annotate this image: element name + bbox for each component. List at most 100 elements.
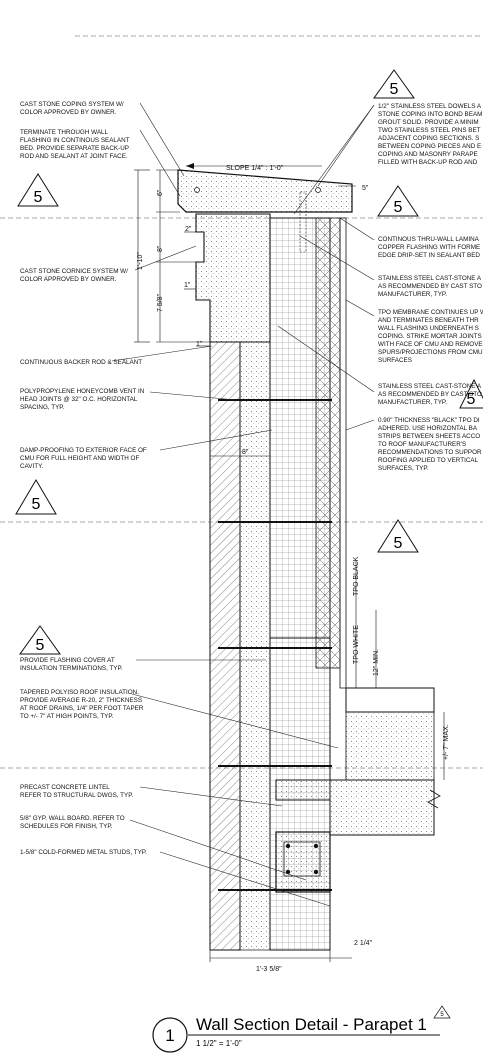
left-note-line: TAPERED POLYISO ROOF INSULATION. — [20, 689, 139, 696]
right-note-line: COPING. STRIKE MORTAR JOINTS — [378, 333, 482, 340]
left-note-line: CAVITY. — [20, 463, 43, 470]
slope-arrow — [186, 163, 322, 169]
revision-tag: 5 — [377, 519, 419, 553]
right-note-line: MANUFACTURER, TYP. — [378, 399, 447, 406]
brick-veneer — [209, 341, 241, 951]
left-note-line: CMU FOR FULL HEIGHT AND WIDTH OF — [20, 455, 139, 462]
svg-text:5: 5 — [32, 496, 41, 513]
dim-2: 2" — [185, 226, 192, 233]
right-note-line: WITH FACE OF CMU AND REMOVE — [378, 341, 483, 348]
detail-title: Wall Section Detail - Parapet 1 — [196, 1015, 427, 1034]
dim-5: 5" — [362, 185, 369, 192]
left-note-line: PROVIDE FLASHING COVER AT — [20, 657, 115, 664]
right-note-line: ROOFING APPLIED TO VERTICAL — [378, 457, 479, 464]
right-note-line: STAINLESS STEEL CAST-STONE A — [378, 275, 482, 282]
right-note-line: TPO MEMBRANE CONTINUES UP W — [378, 309, 483, 316]
left-note-line: PROVIDE AVERAGE R-20, 2" THICKNESS — [20, 697, 142, 704]
revision-tag: 5 — [377, 185, 419, 217]
right-note-line: ADJACENT COPING SECTIONS. S — [378, 135, 479, 142]
left-note-line: COLOR APPROVED BY OWNER. — [20, 109, 117, 116]
left-note: CAST STONE COPING SYSTEM W/COLOR APPROVE… — [20, 101, 124, 116]
left-note-line: CAST STONE COPING SYSTEM W/ — [20, 101, 124, 108]
left-note: TAPERED POLYISO ROOF INSULATION.PROVIDE … — [20, 689, 144, 720]
leader-lines — [111, 102, 375, 907]
revision-tag: 5 — [459, 378, 483, 409]
detail-title-block: 1 Wall Section Detail - Parapet 1 1 1/2"… — [152, 1005, 451, 1053]
svg-text:5: 5 — [394, 535, 403, 552]
dim-7-max: +/- 7" MAX. — [443, 724, 450, 760]
left-note-line: CAST STONE CORNICE SYSTEM W/ — [20, 268, 128, 275]
right-note-line: FILLED WITH BACK-UP ROD AND — [378, 159, 478, 166]
dim-1: 1" — [184, 282, 191, 289]
right-note-line: AND TERMINATES BENEATH THR — [378, 317, 479, 324]
dim-1-10: 1'-10" — [137, 252, 144, 270]
tpo-white-label: TPO WHITE — [353, 625, 360, 664]
left-note: CONTINUOUS BACKER ROD & SEALANT — [20, 359, 142, 366]
right-note-line: SURFACES, TYP. — [378, 465, 429, 472]
dim-1b: 1" — [196, 341, 203, 348]
svg-text:5: 5 — [467, 391, 476, 408]
left-note-line: POLYPROPYLENE HONEYCOMB VENT IN — [20, 388, 145, 395]
right-note-line: MANUFACTURER, TYP. — [378, 291, 447, 298]
tpo-membrane — [339, 217, 347, 689]
right-note-line: CONTINOUS THRU-WALL LAMINA — [378, 236, 480, 243]
left-note-line: PRECAST CONCRETE LINTEL — [20, 784, 110, 791]
left-note-line: SCHEDULES FOR FINISH, TYP. — [20, 823, 113, 830]
revision-tag: 5 — [15, 479, 57, 515]
left-note-line: HEAD JOINTS @ 32" O.C. HORIZONTAL — [20, 396, 138, 403]
revision-tag: 5 — [19, 625, 61, 655]
right-note-line: ADHERED. USE HORIZONTAL BA — [378, 425, 478, 432]
slope-label: SLOPE 1/4" : 1'-0" — [226, 165, 284, 172]
metal-stud-framing — [315, 217, 341, 669]
right-note-line: EDGE DRIP-SET IN SEALANT BED — [378, 252, 480, 259]
tpo-black-label: TPO BLACK — [353, 556, 360, 596]
right-note-line: STRIPS BETWEEN SHEETS ACCO — [378, 433, 480, 440]
revision-tag: 5 — [373, 69, 415, 99]
detail-number-bubble — [152, 1017, 188, 1053]
right-note-line: AS RECOMMENDED BY CAST STO — [378, 283, 482, 290]
left-note-line: TO +/- 7" AT HIGH POINTS, TYP. — [20, 713, 114, 720]
roof-assembly — [275, 687, 441, 836]
left-note-line: 5/8" GYP. WALL BOARD. REFER TO — [20, 815, 125, 822]
svg-text:5: 5 — [34, 189, 43, 206]
left-note-line: CONTINUOUS BACKER ROD & SEALANT — [20, 359, 142, 366]
svg-text:5: 5 — [394, 199, 403, 216]
right-note-line: TWO STAINLESS STEEL PINS BET — [378, 127, 481, 134]
svg-text:5: 5 — [36, 637, 45, 654]
right-note-line: 1/2" STAINLESS STEEL DOWELS A — [378, 103, 482, 110]
left-note-line: COLOR APPROVED BY OWNER. — [20, 276, 117, 283]
dim-7-5-8: 7 5/8" — [157, 293, 164, 312]
left-note: 1-5/8" COLD-FORMED METAL STUDS, TYP. — [20, 849, 147, 856]
left-note-line: FLASHING IN CONTINOUS SEALANT — [20, 137, 130, 144]
dim-2-1-4: 2 1/4" — [354, 940, 373, 947]
joint-reinforcing — [218, 399, 332, 891]
left-note: CAST STONE CORNICE SYSTEM W/COLOR APPROV… — [20, 268, 128, 283]
title-revision-number: 5 — [440, 1012, 444, 1018]
left-note-line: AT ROOF DRAINS, 1/4" PER FOOT TAPER — [20, 705, 144, 712]
right-note-line: COPING AND MASONRY PARAPE — [378, 151, 478, 158]
detail-scale: 1 1/2" = 1'-0" — [196, 1039, 242, 1048]
right-note-line: BETWEEN COPING PIECES AND E — [378, 143, 481, 150]
left-note-line: SPACING, TYP. — [20, 404, 65, 411]
dim-6: 6" — [157, 189, 164, 196]
right-note-line: GROUT SOLID. PROVIDE A MINIM — [378, 119, 479, 126]
dim-12-min: 12" MIN. — [373, 649, 380, 676]
right-note-line: WALL FLASHING UNDERNEATH S — [378, 325, 479, 332]
dim-1-3-5-8: 1'-3 5/8" — [256, 966, 282, 973]
left-notes: CAST STONE COPING SYSTEM W/COLOR APPROVE… — [20, 101, 147, 856]
right-note-line: COPPER FLASHING WITH FORME — [378, 244, 480, 251]
dim-8a: 8" — [157, 245, 164, 252]
dimension-lines — [134, 169, 445, 962]
left-note-line: REFER TO STRUCTURAL DWGS, TYP. — [20, 792, 134, 799]
precast-lintel — [275, 831, 331, 893]
